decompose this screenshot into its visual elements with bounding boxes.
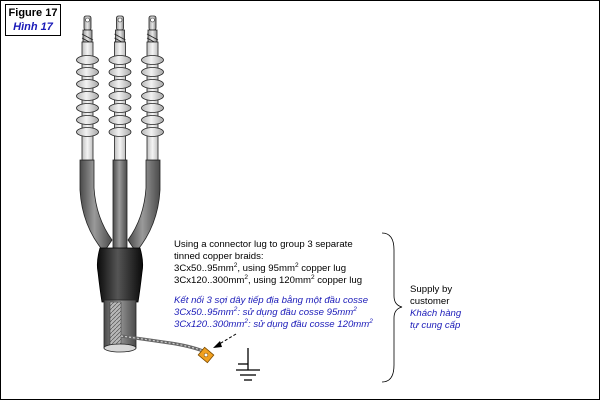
copper-lug	[197, 346, 215, 364]
figure-label-en: Figure 17	[8, 7, 58, 19]
phase-right	[141, 15, 164, 161]
breakout-sleeve	[96, 247, 144, 303]
note-en-line-4: 3Cx120..300mm2, using 120mm2 copper lug	[174, 274, 363, 286]
note-en-line-1: Using a connector lug to group 3 separat…	[174, 239, 353, 250]
phase-left	[76, 15, 99, 161]
cable-branches	[79, 159, 161, 255]
supply-en-line-2: customer	[410, 296, 450, 307]
note-en-line-2: tinned copper braids:	[174, 251, 264, 262]
phase-center	[108, 15, 132, 161]
ground-icon	[236, 348, 260, 381]
supply-vi-line-2: tự cung cấp	[410, 320, 461, 331]
main-cable	[103, 299, 137, 353]
dashed-arrow	[213, 333, 237, 348]
note-vi-line-2: 3Cx50..95mm2: sử dụng đầu cosse 95mm2	[174, 306, 357, 318]
figure-label-box: Figure 17 Hình 17	[5, 4, 61, 36]
note-vi-line-1: Kết nối 3 sợi dây tiếp địa bằng một đầu …	[174, 295, 369, 306]
supply-en-line-1: Supply by	[410, 284, 453, 295]
figure-label-vi: Hình 17	[13, 21, 53, 33]
note-en-line-3: 3Cx50..95mm2, using 95mm2 copper lug	[174, 262, 347, 274]
note-vi-line-3: 3Cx120..300mm2: sử dụng đầu cosse 120mm2	[174, 318, 373, 330]
brace	[381, 232, 403, 383]
supply-vi-line-1: Khách hàng	[410, 308, 462, 319]
